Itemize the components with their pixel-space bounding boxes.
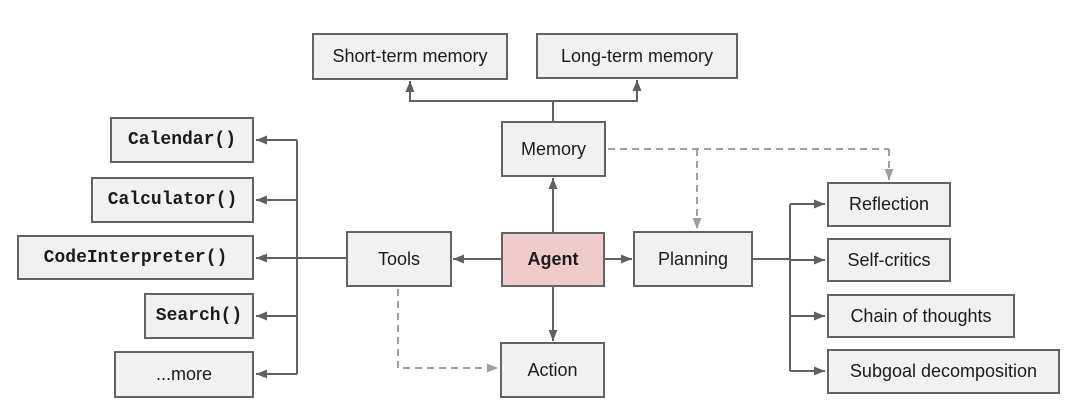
node-tool-calculator: Calculator() [91,177,254,223]
agent-label: Agent [527,249,579,269]
action-label: Action [527,359,578,380]
node-tool-calendar: Calendar() [110,117,254,163]
node-tool-search: Search() [144,293,254,339]
tool-codeinterpreter-label: CodeInterpreter() [43,247,228,268]
tool-calendar-label: Calendar() [127,130,237,150]
tool-calculator-label: Calculator() [107,190,238,210]
node-short-term-memory: Short-term memory [312,33,508,80]
memory-label: Memory [520,138,586,159]
node-tools: Tools [346,231,452,287]
node-agent: Agent [501,232,605,287]
subgoal-decomposition-label: Subgoal decomposition [849,361,1038,381]
node-long-term-memory: Long-term memory [536,33,738,79]
node-planning: Planning [633,231,753,287]
planning-label: Planning [657,248,729,269]
short-term-memory-label: Short-term memory [332,46,488,66]
tool-more-label: ...more [155,364,212,384]
self-critics-label: Self-critics [847,249,931,270]
node-tool-more: ...more [114,351,254,398]
node-subgoal-decomposition: Subgoal decomposition [827,349,1060,394]
node-memory: Memory [501,121,606,177]
long-term-memory-label: Long-term memory [560,45,714,66]
chain-of-thoughts-label: Chain of thoughts [850,305,992,326]
tool-search-label: Search() [155,306,243,326]
reflection-label: Reflection [848,194,930,214]
dashed-arrow-tools-to-action [397,289,498,373]
node-self-critics: Self-critics [827,238,951,282]
node-reflection: Reflection [827,182,951,227]
node-chain-of-thoughts: Chain of thoughts [827,294,1015,338]
tools-label: Tools [377,248,421,269]
node-tool-codeinterpreter: CodeInterpreter() [17,235,254,280]
node-action: Action [500,342,605,398]
